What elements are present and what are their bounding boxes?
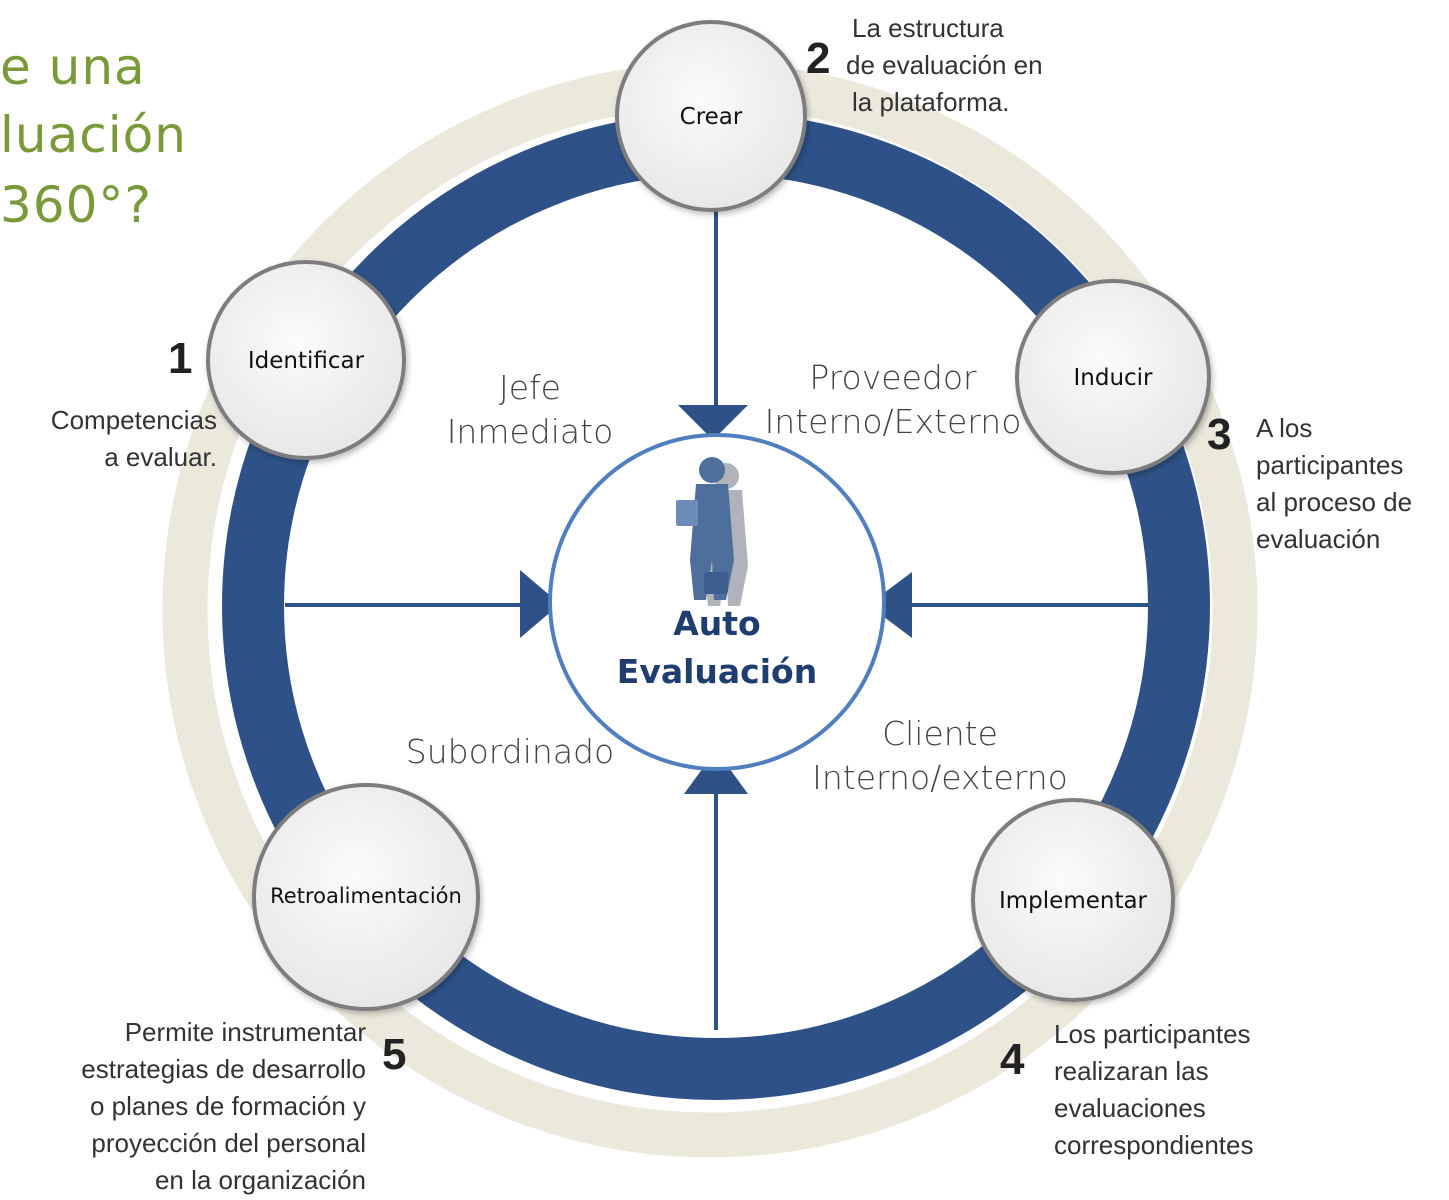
node-label-implementar: Implementar [998,888,1148,914]
step-number-1: 1 [168,334,193,383]
step-number-5: 5 [382,1030,407,1079]
node-label-retroalimentacion: Retroalimentación [270,884,462,908]
step-5-description: Permite instrumentar estrategias de desa… [81,1017,366,1195]
node-label-identificar: Identificar [247,348,365,374]
role-subordinado: Subordinado [405,732,615,771]
step-2-description: La estructura de evaluación en la plataf… [846,13,1043,117]
step-number-2: 2 [806,34,831,83]
role-cliente: Cliente Interno/externo [812,714,1068,797]
node-implementar [971,798,1175,1002]
arrowhead-left [520,570,560,638]
arrowhead-top [678,405,748,440]
arrowhead-right [868,572,912,638]
node-identificar [206,260,406,460]
role-jefe-inmediato: Jefe Inmediato [446,368,614,451]
node-crear [615,20,807,212]
step-number-4: 4 [1000,1035,1025,1084]
role-proveedor: Proveedor Interno/Externo [764,358,1022,441]
step-3-description: A los participantes al proceso de evalua… [1256,413,1413,554]
title-line-3: 360°? [0,176,152,234]
step-1-description: Competencias a evaluar. [50,405,217,472]
step-4-description: Los participantes realizaran las evaluac… [1054,1019,1254,1160]
title-line-2: luación [0,106,187,164]
node-retroalimentacion [252,783,480,1011]
node-label-crear: Crear [679,104,743,130]
businessman-icon [676,457,748,606]
node-inducir [1015,279,1211,475]
arrowhead-bottom [684,750,748,794]
center-label: Auto Evaluación [616,604,818,691]
node-label-inducir: Inducir [1073,365,1153,391]
title-line-1: e una [0,38,146,96]
step-number-3: 3 [1207,410,1232,459]
